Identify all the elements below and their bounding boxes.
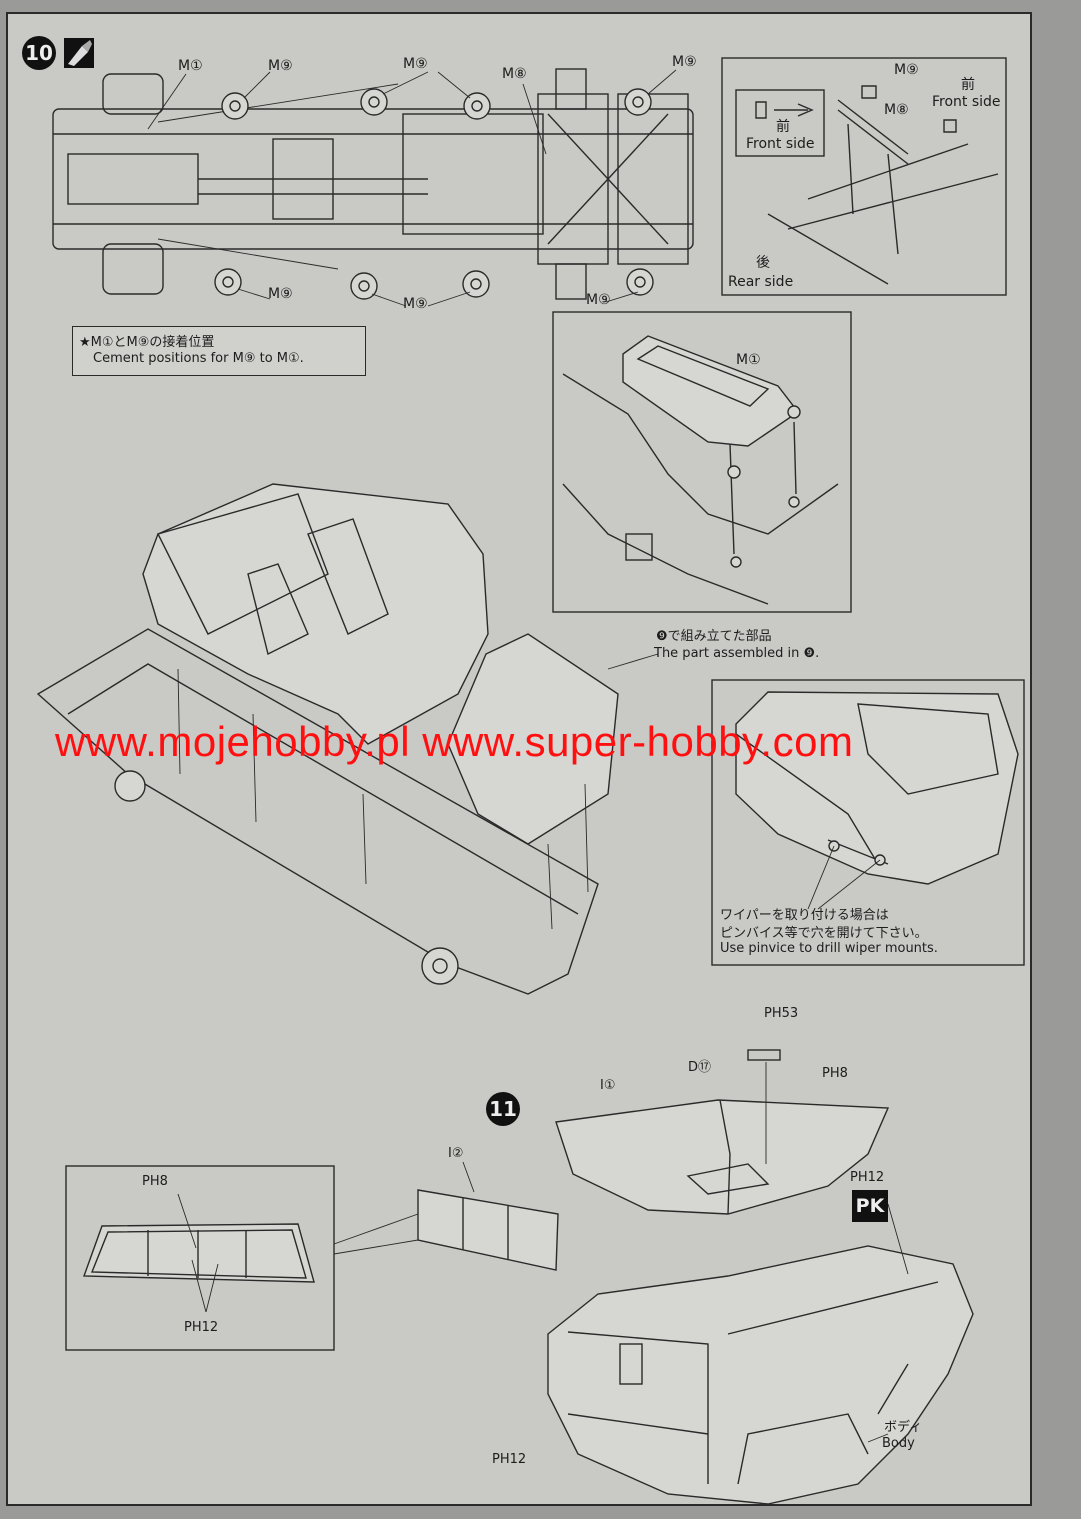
inset-front-jp: 前 xyxy=(961,77,975,93)
pk-label: PK xyxy=(855,1195,885,1217)
instruction-page: 10 xyxy=(6,12,1032,1506)
car-body-drawing xyxy=(547,1203,974,1504)
arrow-front-jp: 前 xyxy=(776,119,790,135)
interior-chassis-drawing xyxy=(36,483,659,995)
label-ph8-top: PH8 xyxy=(822,1066,848,1081)
assembled-note-en: The part assembled in ❾. xyxy=(654,646,820,661)
rear-window-drawing xyxy=(417,1161,559,1271)
label-d17: D⑰ xyxy=(688,1060,712,1075)
inset-rear-jp: 後 xyxy=(756,255,770,271)
arrow-front-en: Front side xyxy=(746,136,815,152)
roof-panel-drawing xyxy=(555,1049,890,1215)
inset-label-m9: M⑨ xyxy=(894,62,919,78)
label-m1-top: M① xyxy=(178,58,203,74)
inset-front-en: Front side xyxy=(932,94,1001,110)
cement-note-box: ★M①とM⑨の接着位置 Cement positions for M⑨ to M… xyxy=(72,326,366,376)
label-m9-top-3: M⑨ xyxy=(672,54,697,70)
cement-note-en: Cement positions for M⑨ to M①. xyxy=(93,351,304,366)
wiper-note-jp-1: ワイパーを取り付ける場合は xyxy=(720,908,889,923)
label-m9-bottom-1: M⑨ xyxy=(268,286,293,302)
front-rear-inset-drawing xyxy=(721,57,1007,296)
step-10-number: 10 xyxy=(25,41,53,65)
step-11-badge: 11 xyxy=(486,1092,520,1126)
pk-paint-badge: PK xyxy=(852,1190,888,1222)
label-m9-bottom-2: M⑨ xyxy=(403,296,428,312)
label-ph12-top: PH12 xyxy=(850,1170,885,1185)
watermark-text: www.mojehobby.pl www.super-hobby.com xyxy=(55,718,854,765)
label-i1: I① xyxy=(600,1078,616,1093)
wiper-inset-drawing xyxy=(711,679,1025,966)
assembled-note-jp: ❾で組み立てた部品 xyxy=(656,629,772,644)
window-label-ph12: PH12 xyxy=(184,1320,219,1335)
chassis-frame-drawing xyxy=(52,68,694,307)
cement-note-jp: ★M①とM⑨の接着位置 xyxy=(79,335,215,350)
label-m9-bottom-3: M⑨ xyxy=(586,292,611,308)
label-m8-top: M⑧ xyxy=(502,66,527,82)
label-body-jp: ボディ xyxy=(884,1420,923,1435)
m1-inset-label: M① xyxy=(736,352,761,368)
label-i2: I② xyxy=(448,1146,464,1161)
step-11-number: 11 xyxy=(489,1097,517,1121)
label-body-en: Body xyxy=(882,1436,915,1451)
step-10-badge: 10 xyxy=(22,36,56,70)
wiper-note-jp-2: ピンバイス等で穴を開けて下さい。 xyxy=(720,926,928,941)
inset-rear-en: Rear side xyxy=(728,274,794,290)
inset-label-m8: M⑧ xyxy=(884,102,909,118)
m1-inset-drawing xyxy=(552,311,852,613)
label-m9-top-2: M⑨ xyxy=(403,56,428,72)
label-ph12-bottom: PH12 xyxy=(492,1452,527,1467)
window-label-ph8: PH8 xyxy=(142,1174,168,1189)
cement-nozzle-icon xyxy=(64,38,94,68)
label-m9-top-1: M⑨ xyxy=(268,58,293,74)
wiper-note-en: Use pinvice to drill wiper mounts. xyxy=(720,941,938,956)
window-inset-drawing xyxy=(65,1165,419,1351)
label-ph53: PH53 xyxy=(764,1006,799,1021)
line-art-drawings xyxy=(36,57,1025,1504)
